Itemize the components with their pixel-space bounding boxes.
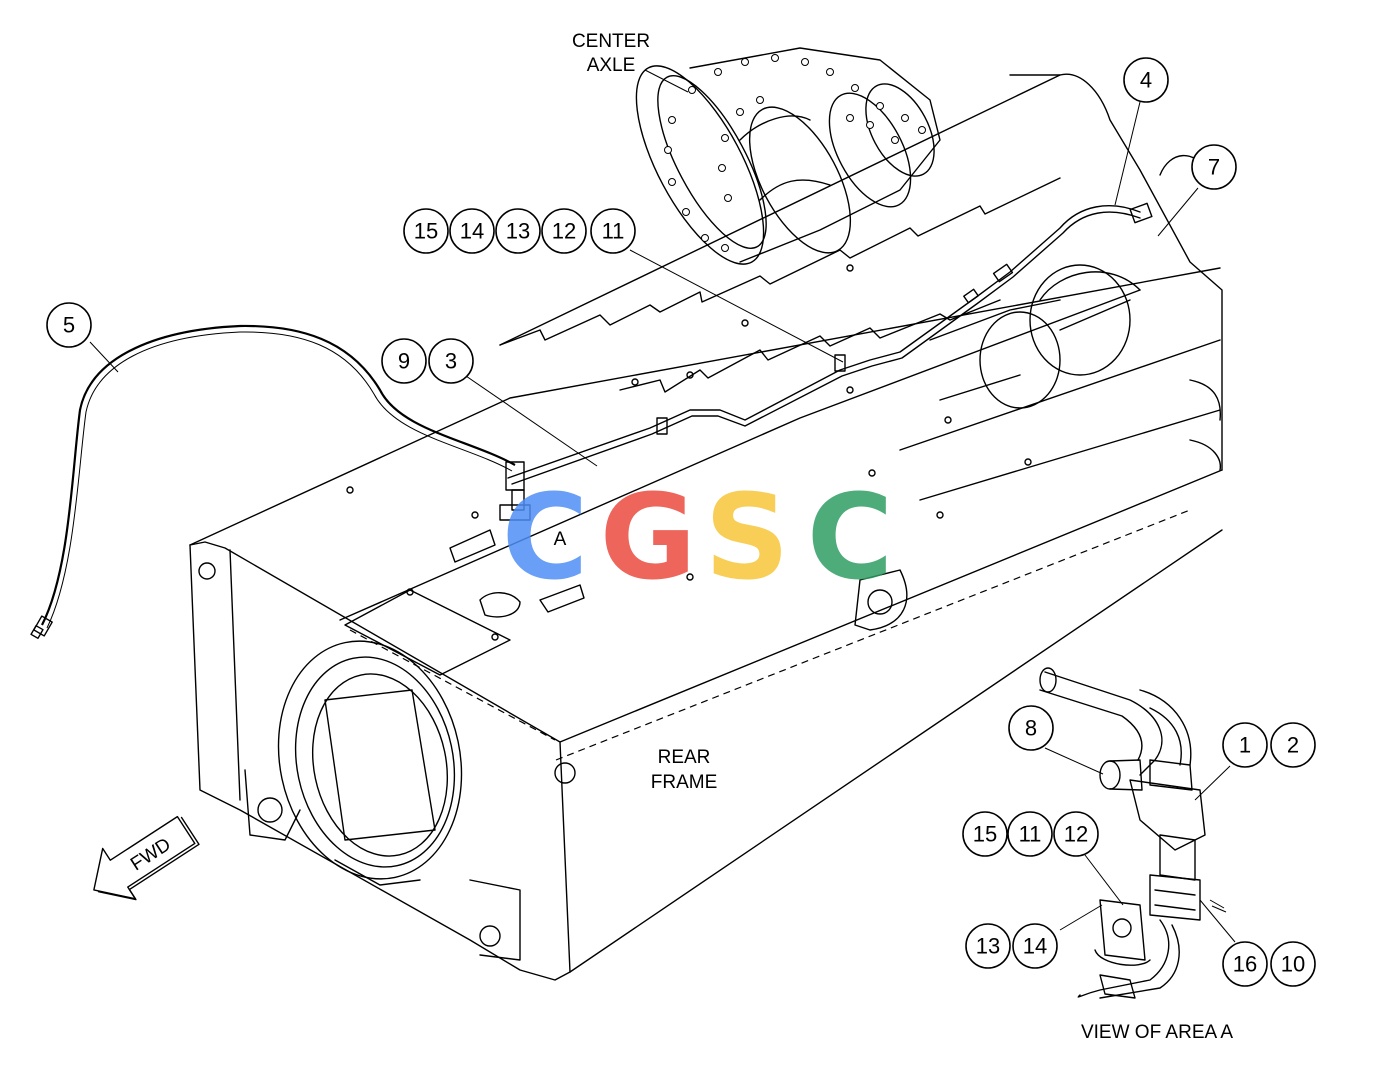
svg-text:7: 7 [1208,155,1220,180]
watermark-letter: C [807,468,894,606]
svg-text:FRAME: FRAME [651,772,718,793]
watermark-letter: C [502,468,589,606]
area-a-marker: A [554,529,567,550]
callout-15-top: 15 [403,208,449,254]
callout-14-detail: 14 [1012,923,1058,969]
svg-text:9: 9 [398,349,410,374]
svg-text:1: 1 [1239,733,1251,758]
svg-text:8: 8 [1025,716,1037,741]
callout-16: 16 [1222,941,1268,987]
center-axle-label: CENTER AXLE [572,31,689,93]
svg-text:4: 4 [1140,68,1152,93]
callout-8: 8 [1008,705,1054,751]
svg-text:13: 13 [976,934,1000,959]
svg-text:5: 5 [63,313,75,338]
hose-5 [30,324,516,640]
svg-text:AXLE: AXLE [587,55,636,76]
callout-11-detail: 11 [1007,811,1053,857]
svg-text:2: 2 [1287,733,1299,758]
center-axle [635,47,941,265]
callout-12-top: 12 [541,208,587,254]
callout-13-detail: 13 [965,923,1011,969]
callout-1: 1 [1222,722,1268,768]
callout-12-detail: 12 [1053,811,1099,857]
fitting-area-a: A [499,461,567,550]
svg-text:15: 15 [973,822,997,847]
callout-7: 7 [1191,144,1237,190]
detail-view-area-a: VIEW OF AREA A [1039,667,1233,1043]
callout-4: 4 [1123,57,1169,103]
rear-frame-label: REAR FRAME [651,747,718,793]
svg-text:14: 14 [1023,934,1047,959]
svg-text:FWD: FWD [127,834,175,875]
watermark-letter: S [705,468,790,606]
svg-text:16: 16 [1233,952,1257,977]
callout-5: 5 [46,302,92,348]
callout-10: 10 [1270,941,1316,987]
svg-text:12: 12 [552,219,576,244]
svg-text:CENTER: CENTER [572,31,650,52]
callout-2: 2 [1270,722,1316,768]
callout-11-top: 11 [590,208,636,254]
svg-text:14: 14 [460,219,484,244]
watermark-logo: C G S C [502,468,894,606]
svg-text:13: 13 [506,219,530,244]
callout-9: 9 [381,338,427,384]
svg-text:3: 3 [445,349,457,374]
callout-3: 3 [428,338,474,384]
svg-text:10: 10 [1281,952,1305,977]
callout-13-top: 13 [495,208,541,254]
leader-lines [89,101,1236,943]
svg-text:11: 11 [1019,822,1042,847]
tube-main [507,202,1153,485]
view-caption: VIEW OF AREA A [1081,1022,1233,1043]
callout-15-detail: 15 [962,811,1008,857]
rear-frame [189,73,1223,981]
callout-14-top: 14 [449,208,495,254]
fwd-arrow: FWD [93,815,200,901]
svg-text:15: 15 [414,219,438,244]
svg-text:11: 11 [602,219,625,244]
svg-text:REAR: REAR [658,747,711,768]
watermark-letter: G [600,468,697,606]
svg-text:12: 12 [1064,822,1088,847]
